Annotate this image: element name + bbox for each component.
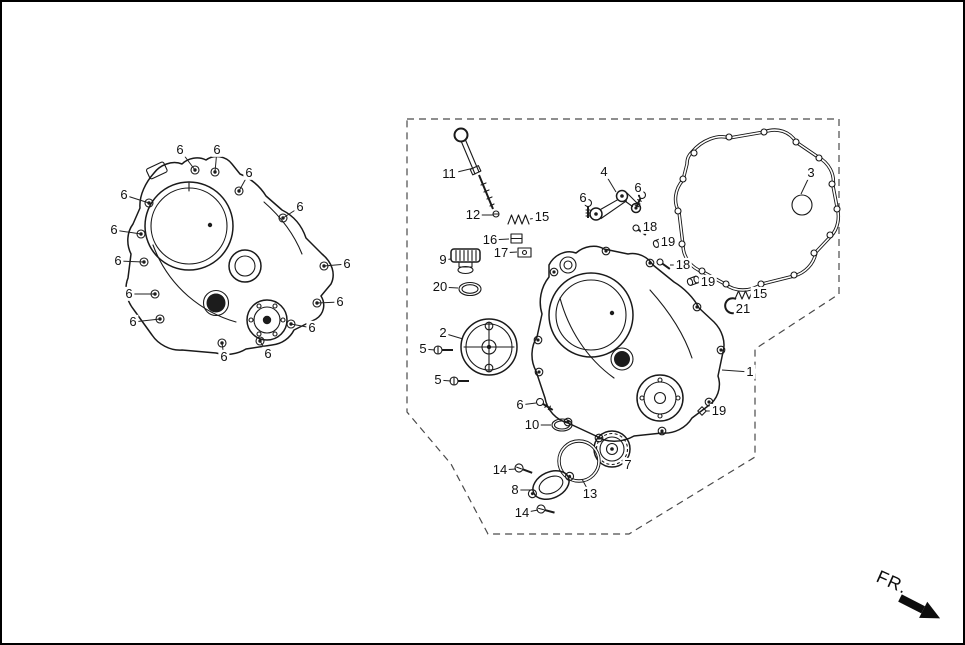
part-label-6: 6	[211, 141, 223, 158]
part-label-6: 6	[118, 186, 130, 203]
part-label-15: 15	[532, 208, 552, 225]
part-label-3: 3	[805, 164, 817, 181]
part-label-5: 5	[432, 371, 444, 388]
part-label-6: 6	[243, 164, 255, 181]
part-16-plate	[510, 233, 523, 244]
part-5-screw-b	[449, 376, 469, 386]
part-label-14: 14	[512, 504, 532, 521]
part-5-screw-a	[433, 345, 453, 355]
part-17-plate	[517, 247, 532, 258]
part-label-6: 6	[112, 252, 124, 269]
part-2-plate	[460, 318, 518, 376]
part-label-15: 15	[750, 285, 770, 302]
part-label-16: 16	[480, 231, 500, 248]
part-6-bolt-c	[535, 397, 554, 411]
part-9-oil-filler-cap	[450, 248, 481, 275]
part-label-8: 8	[509, 481, 521, 498]
part-label-20: 20	[430, 278, 450, 295]
part-label-2: 2	[437, 324, 449, 341]
part-label-18: 18	[673, 256, 693, 273]
part-13-oring	[557, 439, 601, 483]
part-label-13: 13	[580, 485, 600, 502]
part-11-dipstick	[453, 127, 495, 210]
part-label-10: 10	[522, 416, 542, 433]
part-label-14: 14	[490, 461, 510, 478]
part-20-oring	[458, 281, 482, 297]
part-label-11: 11	[440, 165, 458, 182]
gasket-bolt-holes	[674, 128, 841, 288]
part-label-6: 6	[108, 221, 120, 238]
part-label-6: 6	[632, 179, 644, 196]
part-label-6: 6	[174, 141, 186, 158]
part-12-screw	[492, 210, 500, 218]
part-label-6: 6	[123, 285, 135, 302]
part-label-18: 18	[640, 218, 660, 235]
part-15-spring-upper	[507, 214, 530, 225]
part-label-1: 1	[744, 363, 756, 380]
fr-arrow-icon	[898, 594, 941, 619]
part-19-dowel-c	[697, 406, 707, 416]
part-14-screw-a	[514, 463, 533, 474]
part-label-17: 17	[491, 244, 511, 261]
part-label-6: 6	[334, 293, 346, 310]
assembled-cover-view	[125, 155, 334, 356]
part-label-7: 7	[622, 456, 634, 473]
part-8-cap	[527, 469, 575, 501]
part-label-19: 19	[698, 273, 718, 290]
part-label-6: 6	[341, 255, 353, 272]
part-label-9: 9	[437, 251, 449, 268]
part-6-bolt-b	[634, 190, 647, 210]
part-label-6: 6	[127, 313, 139, 330]
part-3-gasket	[673, 128, 841, 292]
part-14-screw-b	[536, 504, 555, 514]
part-label-21: 21	[733, 300, 753, 317]
part-label-6: 6	[577, 189, 589, 206]
part-label-19: 19	[709, 402, 729, 419]
part-label-4: 4	[598, 163, 610, 180]
part-label-6: 6	[306, 319, 318, 336]
part-label-19: 19	[658, 233, 678, 250]
part-label-6: 6	[514, 396, 526, 413]
part-10-oring	[551, 418, 573, 432]
part-label-6: 6	[262, 345, 274, 362]
part-label-12: 12	[463, 206, 483, 223]
part-label-6: 6	[294, 198, 306, 215]
part-18-bolt-b	[656, 258, 671, 270]
part-label-6: 6	[218, 348, 230, 365]
part-label-5: 5	[417, 340, 429, 357]
part-1-clutch-cover	[531, 245, 726, 443]
